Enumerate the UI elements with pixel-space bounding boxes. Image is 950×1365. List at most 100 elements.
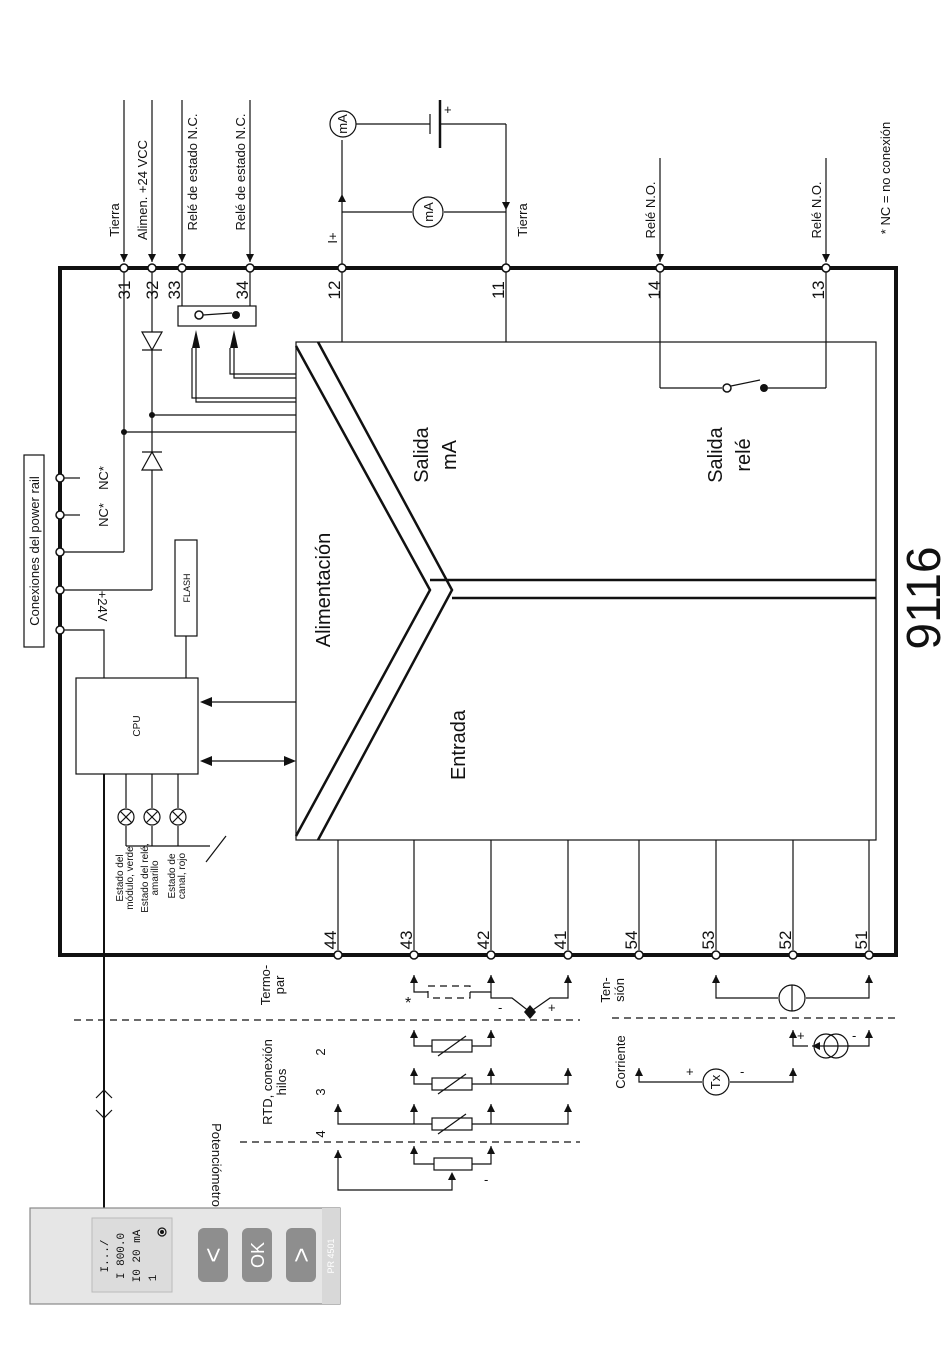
module-frame bbox=[58, 266, 898, 957]
power-rail: Conexiones del power rail NC* NC* +24V bbox=[23, 454, 111, 678]
diode-icon-2 bbox=[140, 450, 164, 471]
svg-text:51: 51 bbox=[852, 931, 871, 950]
svg-text:FLASH: FLASH bbox=[182, 573, 192, 602]
svg-text:Corriente: Corriente bbox=[613, 1035, 628, 1088]
lcd-line-1: I.../ bbox=[100, 1239, 112, 1272]
status-leds: Estado del módulo, verde Estado del relé… bbox=[115, 774, 227, 913]
section-box bbox=[295, 341, 877, 841]
label-rele-33: Relé de estado N.C. bbox=[185, 113, 200, 230]
btn-right[interactable] bbox=[286, 1228, 316, 1282]
relay-output-internal bbox=[659, 272, 827, 393]
lcd-line-3: I0 20 mA bbox=[132, 1229, 144, 1282]
svg-text:54: 54 bbox=[622, 931, 641, 950]
status-relay bbox=[177, 272, 296, 403]
svg-text:+: + bbox=[548, 1000, 556, 1015]
svg-text:Estado del relé,: Estado del relé, bbox=[140, 843, 151, 913]
ma-meter-icon bbox=[412, 196, 444, 228]
display-brand: PR 4501 bbox=[326, 1238, 336, 1273]
svg-text:Estado de: Estado de bbox=[167, 853, 178, 898]
terminal-33[interactable] bbox=[177, 263, 187, 273]
svg-text:42: 42 bbox=[474, 931, 493, 950]
rail-terminal-5[interactable] bbox=[55, 625, 65, 635]
terminal-43[interactable] bbox=[409, 950, 419, 960]
terminal-51[interactable] bbox=[864, 950, 874, 960]
ma-output-circuit: mA mA + bbox=[329, 100, 510, 342]
svg-text:41: 41 bbox=[551, 931, 570, 950]
terminal-13[interactable] bbox=[821, 263, 831, 273]
rtd-2-wire bbox=[410, 1030, 495, 1057]
btn-right-label: > bbox=[286, 1247, 316, 1262]
section-output-relay-1: Salida bbox=[705, 426, 727, 482]
btn-ok[interactable] bbox=[242, 1228, 272, 1282]
terminal-54[interactable] bbox=[634, 950, 644, 960]
rail-terminal-1[interactable] bbox=[55, 473, 65, 483]
terminal-53[interactable] bbox=[711, 950, 721, 960]
svg-text:amarillo: amarillo bbox=[150, 860, 161, 895]
svg-text:Estado del: Estado del bbox=[115, 854, 126, 901]
chevron-line-2 bbox=[316, 341, 454, 841]
svg-text:mA: mA bbox=[421, 202, 436, 222]
svg-text:CPU: CPU bbox=[132, 715, 143, 736]
svg-text:44: 44 bbox=[321, 931, 340, 950]
svg-text:+: + bbox=[444, 102, 452, 117]
svg-text:2: 2 bbox=[313, 1048, 328, 1055]
lcd-line-2: I 800.0 bbox=[116, 1233, 128, 1279]
section-power: Alimentación bbox=[313, 533, 335, 648]
svg-text:Potenciómetro: Potenciómetro bbox=[209, 1123, 224, 1207]
terminal-41[interactable] bbox=[563, 950, 573, 960]
svg-text:-: - bbox=[484, 1172, 488, 1187]
terminal-52[interactable] bbox=[788, 950, 798, 960]
terminal-31[interactable] bbox=[119, 263, 129, 273]
svg-text:canal, rojo: canal, rojo bbox=[177, 852, 188, 899]
nc-label-2: NC* bbox=[96, 503, 111, 527]
terminal-44[interactable] bbox=[333, 950, 343, 960]
svg-text:3: 3 bbox=[313, 1088, 328, 1095]
terminal-11[interactable] bbox=[501, 263, 511, 273]
svg-text:+: + bbox=[797, 1028, 805, 1043]
terminal-32[interactable] bbox=[147, 263, 157, 273]
terminal-12[interactable] bbox=[337, 263, 347, 273]
terminal-34[interactable] bbox=[245, 263, 255, 273]
terminal-11-label: 11 bbox=[489, 281, 508, 299]
label-tierra-11: Tierra bbox=[515, 202, 530, 236]
rail-terminal-3[interactable] bbox=[55, 547, 65, 557]
lcd-line-4: 1 bbox=[148, 1274, 160, 1281]
led-red-icon bbox=[169, 808, 187, 826]
diode-icon bbox=[140, 331, 164, 352]
lcd-indicator-icon bbox=[157, 1227, 167, 1237]
terminal-33-label: 33 bbox=[165, 281, 184, 300]
rail-terminal-4[interactable] bbox=[55, 585, 65, 595]
terminal-42[interactable] bbox=[486, 950, 496, 960]
label-iplus-12: I+ bbox=[325, 232, 340, 243]
label-alimen-32: Alimen. +24 VCC bbox=[135, 140, 150, 240]
btn-ok-label: OK bbox=[248, 1242, 268, 1268]
svg-text:43: 43 bbox=[397, 931, 416, 950]
power-diodes bbox=[60, 272, 296, 591]
svg-text:52: 52 bbox=[776, 931, 795, 950]
svg-text:módulo, verde: módulo, verde bbox=[125, 846, 136, 910]
btn-left[interactable] bbox=[198, 1228, 228, 1282]
label-rele-no-13: Relé N.O. bbox=[809, 181, 824, 238]
thermocouple-input: * - + bbox=[405, 975, 572, 1019]
rail-terminal-2[interactable] bbox=[55, 510, 65, 520]
bottom-terminals: 44 43 42 41 54 53 52 51 bbox=[321, 840, 874, 960]
terminal-12-label: 12 bbox=[325, 281, 344, 300]
nc-label-1: NC* bbox=[96, 466, 111, 490]
power-rail-label: Conexiones del power rail bbox=[27, 476, 42, 626]
tx-icon bbox=[702, 1068, 730, 1096]
svg-text:hilos: hilos bbox=[274, 1068, 289, 1095]
terminal-34-label: 34 bbox=[233, 281, 252, 300]
led-yellow-icon bbox=[143, 808, 161, 826]
svg-text:*: * bbox=[405, 995, 411, 1012]
rtd-4-wire bbox=[334, 1104, 572, 1135]
svg-text:mA: mA bbox=[335, 114, 350, 134]
label-rele-34: Relé de estado N.C. bbox=[233, 113, 248, 230]
label-rele-no-14: Relé N.O. bbox=[643, 181, 658, 238]
cpu-block bbox=[75, 677, 199, 775]
label-tierra-31: Tierra bbox=[107, 202, 122, 236]
svg-text:-: - bbox=[740, 1064, 744, 1079]
terminal-14[interactable] bbox=[655, 263, 665, 273]
svg-text:4: 4 bbox=[313, 1130, 328, 1137]
section-input: Entrada bbox=[448, 709, 470, 780]
